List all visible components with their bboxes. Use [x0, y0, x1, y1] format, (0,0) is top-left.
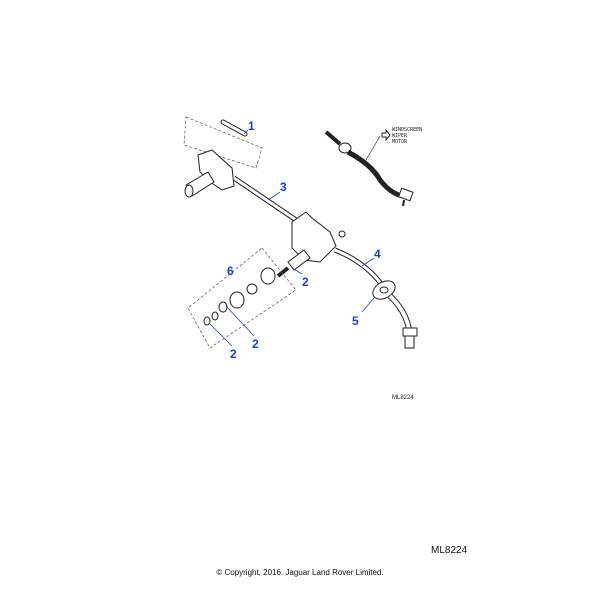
rack-tube-3	[232, 175, 298, 223]
motor-rack	[324, 128, 414, 207]
motor-note-line-1: WINDSCREEN	[392, 127, 422, 133]
center-wheelbox	[276, 211, 346, 278]
left-wheelbox	[184, 149, 235, 198]
pin-part-1	[220, 119, 248, 137]
callout-5: 5	[352, 314, 359, 328]
callout-2b: 2	[252, 337, 259, 351]
bush-set	[203, 267, 276, 326]
callout-2c: 2	[230, 347, 237, 361]
footer-reference: ML8224	[431, 545, 468, 556]
motor-note-line-2: WIPER	[392, 133, 408, 139]
pin-group-outline	[183, 116, 263, 169]
copyright-notice: © Copyright, 2016. Jaguar Land Rover Lim…	[216, 568, 384, 577]
callout-2a: 2	[302, 275, 309, 289]
grommet-5	[372, 280, 418, 349]
callout-6: 6	[227, 264, 234, 278]
kit-group-outline	[187, 247, 297, 349]
rack-tube-4	[334, 247, 385, 287]
drawing-reference: ML8224	[392, 395, 414, 401]
callout-1: 1	[248, 119, 255, 133]
callout-3: 3	[280, 180, 287, 194]
callout-4: 4	[374, 247, 381, 261]
motor-note-line-3: MOTOR	[392, 139, 408, 145]
